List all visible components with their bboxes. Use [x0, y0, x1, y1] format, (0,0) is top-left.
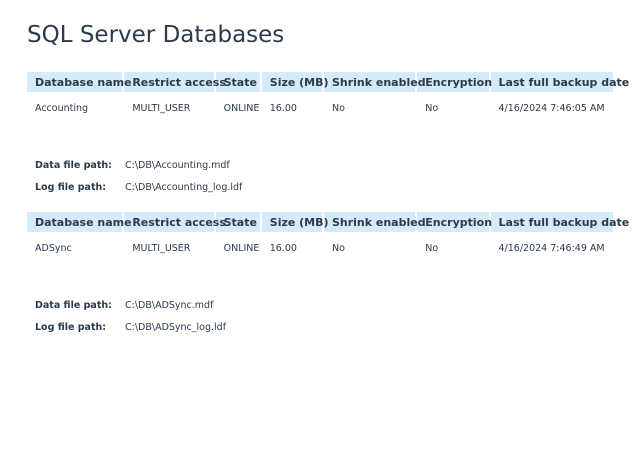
table-row: Accounting MULTI_USER ONLINE 16.00 No No… [27, 92, 613, 124]
column-header-size: Size (MB) [261, 72, 329, 92]
column-header-last-full-backup: Last full backup date [490, 212, 629, 232]
cell-state: ONLINE [223, 242, 260, 254]
cell-size: 16.00 [269, 242, 297, 254]
cell-database-name: Accounting [35, 102, 89, 114]
data-file-path-label: Data file path: [35, 299, 112, 311]
database-table: Database name Restrict access State Size… [25, 72, 629, 124]
log-file-path-label: Log file path: [35, 181, 107, 193]
column-header-restrict-access: Restrict access [124, 72, 226, 92]
column-header-size: Size (MB) [261, 212, 329, 232]
column-header-shrink-enabled: Shrink enabled [323, 212, 426, 232]
table-header-row: Database name Restrict access State Size… [27, 72, 629, 92]
column-header-state: State [215, 212, 260, 232]
file-paths: Data file path: C:\DB\Accounting.mdf Log… [27, 154, 613, 198]
file-paths: Data file path: C:\DB\ADSync.mdf Log fil… [27, 294, 613, 338]
cell-restrict-access: MULTI_USER [132, 102, 191, 114]
data-file-path-row: Data file path: C:\DB\Accounting.mdf [27, 154, 613, 176]
log-file-path-value: C:\DB\Accounting_log.ldf [125, 181, 243, 193]
cell-shrink-enabled: No [331, 102, 345, 114]
data-file-path-row: Data file path: C:\DB\ADSync.mdf [27, 294, 613, 316]
column-header-state: State [215, 72, 260, 92]
log-file-path-row: Log file path: C:\DB\Accounting_log.ldf [27, 176, 613, 198]
cell-encryption: No [425, 102, 439, 114]
database-table: Database name Restrict access State Size… [25, 212, 629, 264]
data-file-path-value: C:\DB\Accounting.mdf [125, 159, 230, 171]
log-file-path-label: Log file path: [35, 321, 107, 333]
database-block-adsync: Database name Restrict access State Size… [25, 212, 629, 338]
cell-shrink-enabled: No [331, 242, 345, 254]
cell-encryption: No [425, 242, 439, 254]
table-row: ADSync MULTI_USER ONLINE 16.00 No No 4/1… [27, 232, 613, 264]
cell-last-full-backup: 4/16/2024 7:46:05 AM [498, 102, 605, 114]
column-header-database-name: Database name [27, 72, 132, 92]
cell-last-full-backup: 4/16/2024 7:46:49 AM [498, 242, 605, 254]
database-block-accounting: Database name Restrict access State Size… [25, 72, 629, 198]
table-header-row: Database name Restrict access State Size… [27, 212, 629, 232]
cell-database-name: ADSync [35, 242, 72, 254]
cell-state: ONLINE [223, 102, 260, 114]
column-header-encryption: Encryption [417, 212, 492, 232]
cell-size: 16.00 [269, 102, 297, 114]
log-file-path-row: Log file path: C:\DB\ADSync_log.ldf [27, 316, 613, 338]
column-header-database-name: Database name [27, 212, 132, 232]
column-header-shrink-enabled: Shrink enabled [323, 72, 426, 92]
log-file-path-value: C:\DB\ADSync_log.ldf [125, 321, 227, 333]
column-header-restrict-access: Restrict access [124, 212, 226, 232]
data-file-path-label: Data file path: [35, 159, 112, 171]
page-title: SQL Server Databases [27, 22, 285, 48]
column-header-last-full-backup: Last full backup date [490, 72, 629, 92]
data-file-path-value: C:\DB\ADSync.mdf [125, 299, 214, 311]
column-header-encryption: Encryption [417, 72, 492, 92]
cell-restrict-access: MULTI_USER [132, 242, 191, 254]
